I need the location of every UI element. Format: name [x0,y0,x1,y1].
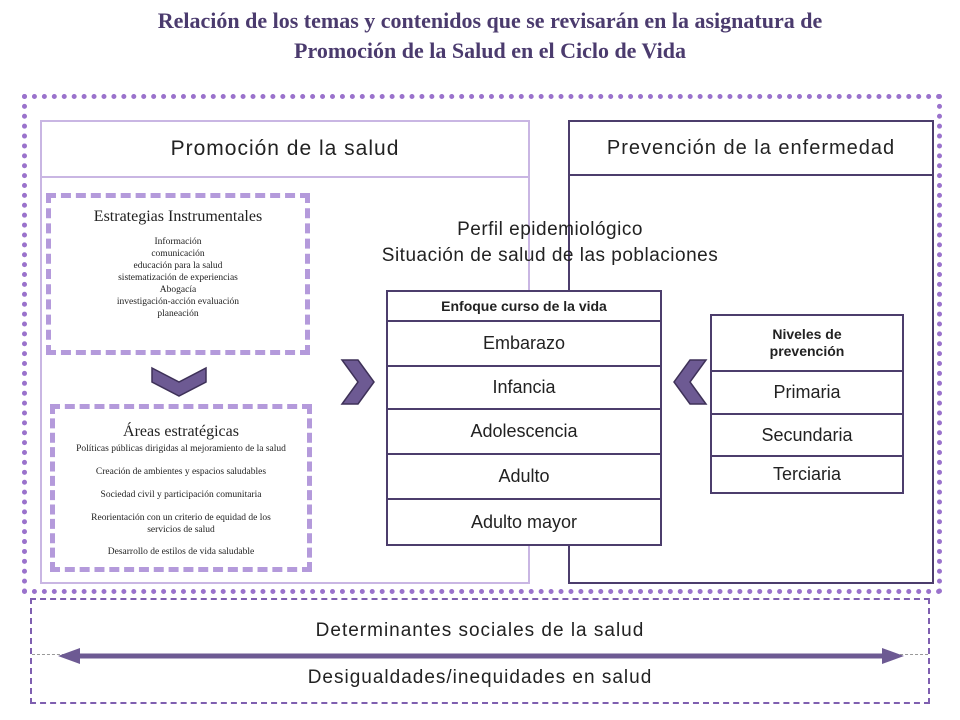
title-line-1: Relación de los temas y contenidos que s… [157,8,823,33]
nivel-secundaria: Secundaria [712,413,902,455]
estrategias-title: Estrategias Instrumentales [93,208,263,225]
promocion-heading: Promoción de la salud [40,120,530,178]
estrategias-box: Estrategias Instrumentales Información c… [46,193,310,355]
list-item: Sociedad civil y participación comunitar… [100,490,262,500]
list-item: Información [154,237,202,247]
list-item: comunicación [151,249,205,259]
stage-adulto: Adulto [388,453,660,498]
estrategias-list: Información comunicación educación para … [51,236,305,320]
curso-vida-heading: Enfoque curso de la vida [441,297,607,314]
list-item: Abogacía [159,285,197,295]
chevron-down-icon [151,366,207,397]
situacion-salud: Situación de salud de las poblaciones [381,245,719,266]
nivel-primaria: Primaria [712,370,902,413]
list-item: planeación [157,309,199,319]
curso-vida-table: Enfoque curso de la vida Embarazo Infanc… [386,290,662,546]
list-item: Políticas públicas dirigidas al mejorami… [76,444,286,454]
desigualdades-text: Desigualdades/inequidades en salud [307,667,653,688]
areas-box: Áreas estratégicas Políticas públicas di… [50,404,312,572]
double-arrow-icon [58,648,904,664]
prevencion-heading: Prevención de la enfermedad [568,120,934,176]
list-item: Desarrollo de estilos de vida saludable [107,547,255,557]
stage-adulto-mayor: Adulto mayor [388,498,660,544]
page-title: Relación de los temas y contenidos que s… [60,6,920,66]
title-line-2: Promoción de la Salud en el Ciclo de Vid… [294,38,686,63]
nivel-terciaria: Terciaria [712,455,902,492]
determinantes-text: Determinantes sociales de la salud [315,620,645,641]
stage-infancia: Infancia [388,365,660,408]
stage-adolescencia: Adolescencia [388,408,660,453]
chevron-left-icon [673,359,708,405]
list-item: investigación-acción evaluación [116,297,240,307]
outer-dotted-frame [22,94,942,594]
determinantes-band [30,598,930,704]
list-item: Reorientación con un criterio de equidad… [91,513,271,535]
areas-title: Áreas estratégicas [123,423,239,440]
list-item: educación para la salud [133,261,223,271]
perfil-epidemiologico: Perfil epidemiológico [457,219,643,240]
list-item: sistematización de experiencias [118,273,238,283]
areas-list: Políticas públicas dirigidas al mejorami… [55,443,307,558]
chevron-right-icon [340,359,375,405]
niveles-table: Niveles de prevención Primaria Secundari… [710,314,904,494]
list-item: Creación de ambientes y espacios saludab… [95,467,267,477]
niveles-heading: Niveles de prevención [769,326,845,359]
stage-embarazo: Embarazo [388,320,660,365]
